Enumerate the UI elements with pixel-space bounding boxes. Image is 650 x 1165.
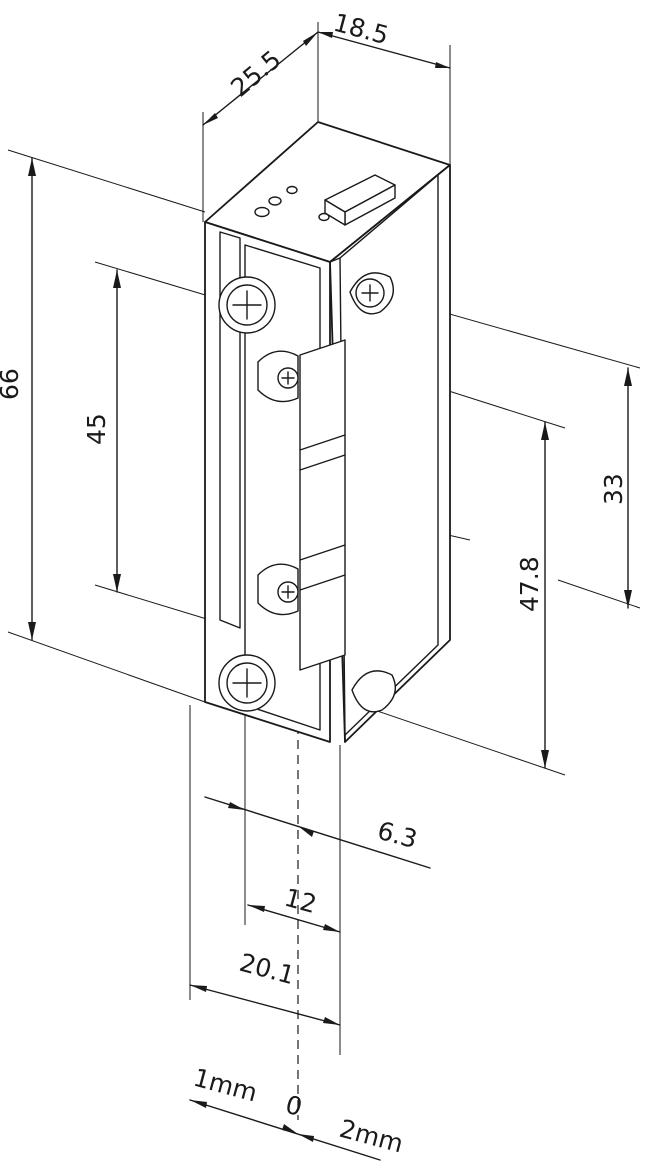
- dim-screw-spacing-label: 12: [281, 883, 319, 919]
- dim-height-total-label: 66: [0, 368, 24, 400]
- adjust-right-label: 2mm: [336, 1114, 406, 1159]
- dim-depth-label: 25.5: [225, 45, 286, 103]
- dim-faceplate-width-label: 20.1: [236, 948, 297, 990]
- screw-cam-top: [277, 367, 299, 389]
- dim-offset-label: 6.3: [374, 816, 420, 854]
- terminal-hole: [268, 196, 282, 206]
- terminal-hole: [254, 206, 270, 218]
- screw-cam-bottom: [277, 581, 299, 603]
- dim-width-label: 18.5: [330, 8, 391, 50]
- screw-bottom: [218, 654, 276, 712]
- screw-faceplate: [355, 278, 385, 308]
- faceplate: [339, 174, 439, 736]
- screw-top: [218, 276, 276, 334]
- adjust-zero-label: 0: [282, 1090, 305, 1122]
- terminal-hole: [318, 212, 330, 222]
- dim-latch-height-label: 33: [599, 473, 628, 505]
- adjust-left-label: 1mm: [190, 1063, 260, 1108]
- faceplate-bolt: [351, 670, 396, 713]
- dim-height-inner-label: 45: [82, 413, 111, 445]
- dim-faceplate-height-label: 47.8: [515, 556, 544, 612]
- terminal-hole: [286, 185, 298, 195]
- door-strike-body: [204, 121, 451, 743]
- dimension-arrows: [28, 32, 632, 1142]
- latch-rail: [299, 339, 346, 671]
